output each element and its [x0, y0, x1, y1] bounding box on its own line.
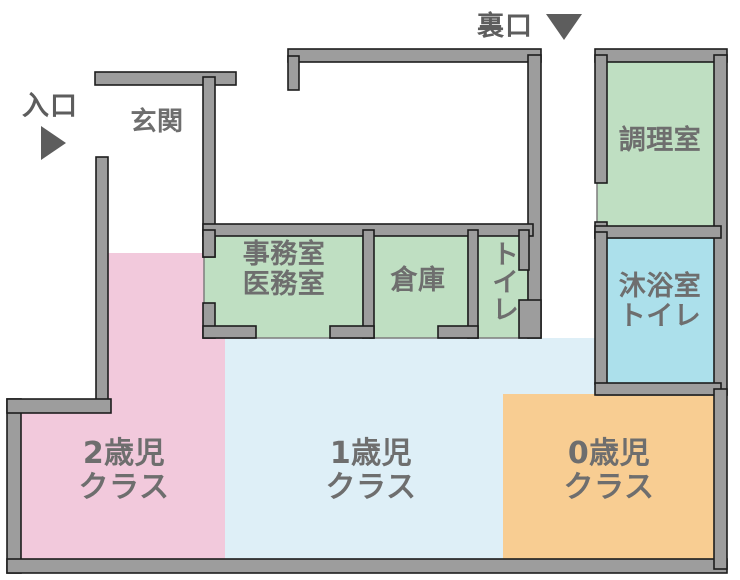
wall-office-left-top-stub	[202, 229, 216, 258]
wall-toilet-bottom-left	[437, 325, 479, 339]
wall-outer-top-left	[6, 398, 112, 414]
wall-outer-right-lower	[713, 388, 728, 570]
wall-bath-bottom	[594, 382, 722, 396]
wall-genkan-top	[94, 71, 237, 86]
wall-courtyard-left-stub	[287, 55, 300, 91]
room-fill-jimushitsu	[203, 229, 364, 339]
wall-office-souko-divider	[362, 229, 375, 339]
wall-kitchen-top	[594, 48, 728, 63]
wall-souko-toilet-divider	[467, 229, 479, 339]
entrance-back-label: 裏口	[477, 11, 533, 42]
wall-entrance-left-stub	[95, 156, 109, 407]
room-fills	[203, 54, 724, 396]
wall-outer-bottom	[6, 558, 728, 574]
wall-toilet-right-upper-stub	[518, 229, 530, 271]
wall-kitchen-left-upper	[594, 54, 608, 184]
wall-souko-bottom-left	[329, 325, 375, 339]
wall-courtyard-top	[287, 48, 542, 63]
wall-building-right	[713, 54, 728, 396]
wall-kitchen-bath-divider	[594, 225, 722, 239]
wall-toilet-right-lower-stub	[518, 299, 542, 339]
class-zone-fills	[14, 253, 720, 566]
zone-fill-0sai	[503, 394, 720, 566]
entrance-markers	[41, 14, 582, 160]
zone-fill-2sai	[14, 253, 225, 566]
wall-office-bottom-left-jamb	[202, 325, 257, 339]
triangle-right-icon	[41, 126, 66, 160]
room-fill-mokuyoku	[596, 237, 724, 396]
walls	[6, 48, 728, 574]
room-fill-souko	[369, 229, 469, 339]
entrance-front-label: 入口	[22, 91, 78, 122]
wall-outer-left	[6, 398, 22, 574]
room-fill-chourishitsu	[596, 54, 724, 228]
triangle-down-icon	[546, 14, 582, 40]
wall-courtyard-right-vertical	[527, 54, 542, 339]
wall-bath-left	[594, 231, 608, 385]
